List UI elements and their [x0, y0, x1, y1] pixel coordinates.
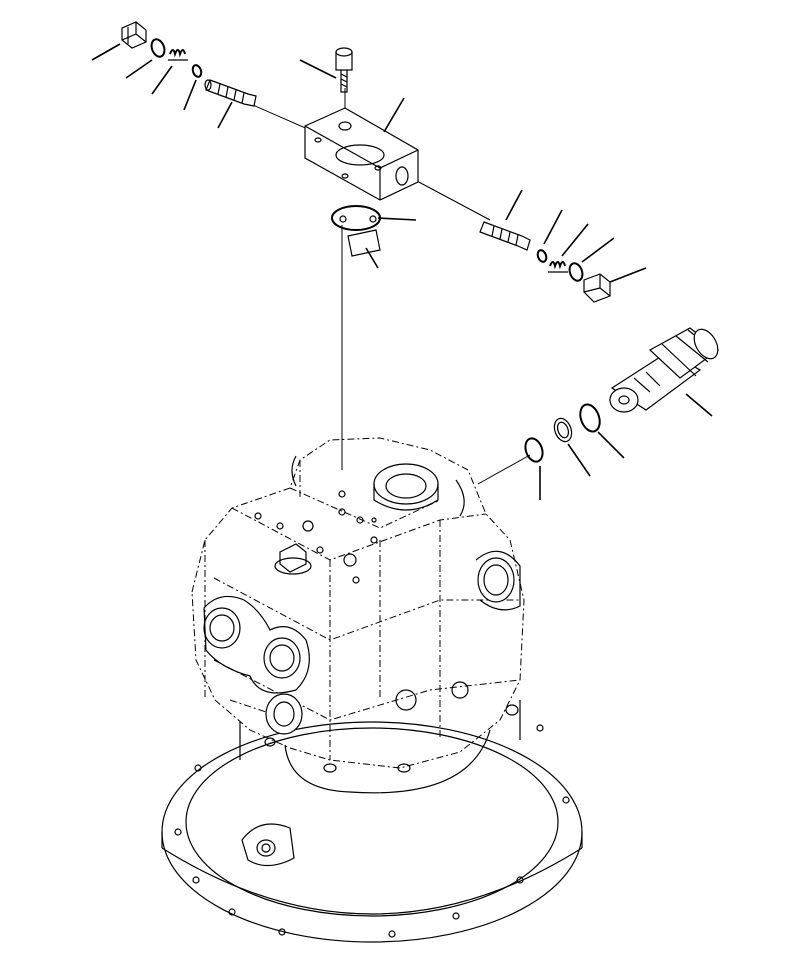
leader-block-oring: [377, 217, 417, 221]
leader-valve-block: [383, 97, 405, 133]
leader-cartridge-oring-outer: [597, 431, 625, 459]
leader-cap-screw: [299, 59, 337, 79]
leader-spring-lower: [561, 223, 589, 257]
block-oring: [331, 205, 381, 231]
cartridge-oring-inner: [524, 437, 544, 463]
valve-spool-lower: [479, 221, 531, 251]
leader-backup-ring: [567, 443, 591, 477]
oring-lower: [568, 262, 584, 282]
valve-spool-upper: [204, 79, 257, 107]
leader-plug-upper: [91, 43, 121, 61]
leader-spring-upper: [151, 65, 173, 95]
backup-ring: [553, 417, 573, 443]
leader-plug-lower: [609, 267, 647, 283]
leader-spool-lower: [505, 189, 523, 221]
leader-label-plate: [365, 247, 379, 269]
leader-washer-upper: [183, 79, 197, 111]
relief-cartridge: [609, 327, 719, 413]
leader-spool-upper: [217, 101, 233, 129]
spring-lower: [548, 261, 568, 273]
washer-lower: [536, 249, 548, 263]
cartridge-oring-outer: [579, 403, 601, 433]
washer-upper: [191, 64, 203, 78]
oring-upper: [150, 38, 166, 58]
leader-oring-lower: [581, 237, 615, 263]
spring-upper: [168, 49, 188, 61]
plug-lower: [583, 273, 611, 303]
label-plate: [347, 229, 381, 257]
swing-motor-housing: [161, 437, 583, 943]
leader-washer-lower: [543, 209, 563, 245]
plug-upper: [121, 21, 147, 49]
leader-relief-cartridge: [685, 393, 713, 417]
leader-oring-upper: [125, 59, 153, 79]
callout-leaders: [91, 43, 713, 500]
cap-screw: [335, 47, 353, 93]
valve-block: [304, 107, 419, 201]
